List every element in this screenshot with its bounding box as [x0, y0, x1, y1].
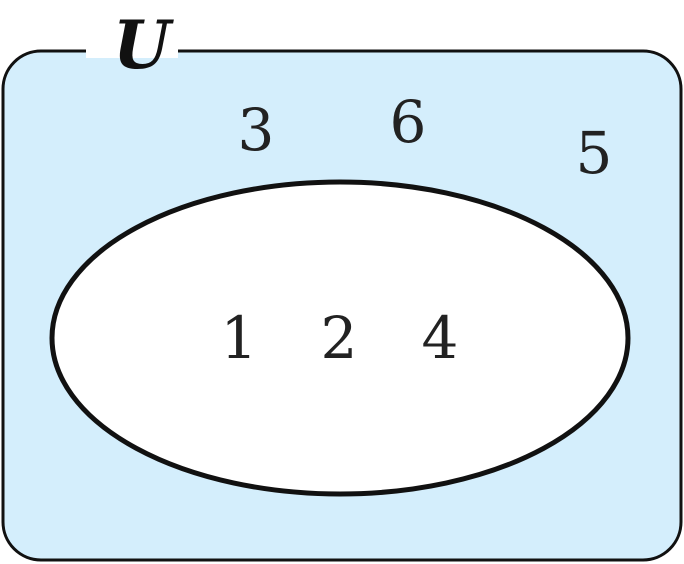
outside-element: 6: [390, 88, 427, 156]
universal-label: U: [113, 6, 174, 84]
inside-element: 4: [422, 304, 459, 372]
inside-element: 2: [321, 304, 358, 372]
outside-element: 5: [576, 119, 613, 187]
universal-label-gap: [86, 44, 178, 58]
outside-element: 3: [238, 96, 275, 164]
set-ellipse: [49, 179, 631, 497]
inside-element: 1: [221, 304, 258, 372]
